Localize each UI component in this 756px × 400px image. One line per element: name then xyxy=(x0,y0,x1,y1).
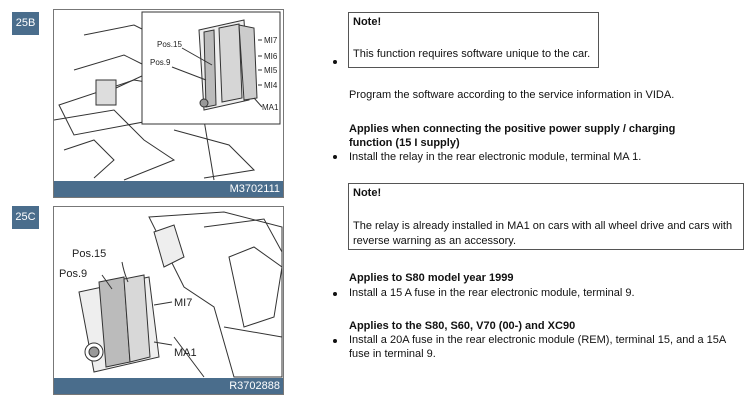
figure-25b: Pos.15 Pos.9 MI7 MI6 MI5 MI4 MA1 M370211… xyxy=(53,9,284,198)
note-box-relay: Note! The relay is already installed in … xyxy=(348,183,744,250)
bullet-icon xyxy=(333,155,337,159)
note-text: This function requires software unique t… xyxy=(353,48,591,60)
label-pos15-25c: Pos.15 xyxy=(72,248,106,260)
figure-caption-25c: R3702888 xyxy=(54,378,283,394)
bullet-icon xyxy=(333,339,337,343)
label-ma1-25b: MA1 xyxy=(262,103,279,112)
instruction-relay-ma1: Install the relay in the rear electronic… xyxy=(349,151,642,163)
label-mi4-25b: MI4 xyxy=(264,81,278,90)
label-pos15-25b: Pos.15 xyxy=(157,40,182,49)
instruction-20a-fuse-line1: Install a 20A fuse in the rear electroni… xyxy=(349,334,727,346)
step-badge-25c: 25C xyxy=(12,206,39,229)
label-pos9-25b: Pos.9 xyxy=(150,58,171,67)
label-ma1-25c: MA1 xyxy=(174,347,197,359)
instruction-20a-fuse-line2: fuse in terminal 9. xyxy=(349,348,436,360)
instruction-15a-fuse: Install a 15 A fuse in the rear electron… xyxy=(349,287,635,299)
section-heading-s80-1999: Applies to S80 model year 1999 xyxy=(349,272,514,284)
bullet-icon xyxy=(333,292,337,296)
note-box-software: Note! This function requires software un… xyxy=(348,12,599,68)
note-title: Note! xyxy=(353,16,382,28)
figure-25c: Pos.15 Pos.9 MI7 MA1 R3702888 xyxy=(53,206,284,395)
relay-module-illustration-25b: Pos.15 Pos.9 MI7 MI6 MI5 MI4 MA1 xyxy=(54,11,281,181)
label-mi5-25b: MI5 xyxy=(264,66,278,75)
label-mi7-25c: MI7 xyxy=(174,297,192,309)
note-text-line2: reverse warning as an accessory. xyxy=(353,235,517,247)
label-mi6-25b: MI6 xyxy=(264,52,278,61)
step-badge-25b: 25B xyxy=(12,12,39,35)
note-text-line1: The relay is already installed in MA1 on… xyxy=(353,220,733,232)
program-software-text: Program the software according to the se… xyxy=(349,89,675,101)
label-pos9-25c: Pos.9 xyxy=(59,268,87,280)
section-heading-positive-supply-line1: Applies when connecting the positive pow… xyxy=(349,123,676,135)
note-title: Note! xyxy=(353,187,382,199)
bullet-icon xyxy=(333,60,337,64)
figure-caption-25b: M3702111 xyxy=(54,181,283,197)
relay-module-illustration-25c: Pos.15 Pos.9 MI7 MA1 xyxy=(59,211,283,378)
section-heading-positive-supply-line2: function (15 I supply) xyxy=(349,137,460,149)
label-mi7-25b: MI7 xyxy=(264,36,278,45)
section-heading-s80-s60-v70-xc90: Applies to the S80, S60, V70 (00-) and X… xyxy=(349,320,576,332)
